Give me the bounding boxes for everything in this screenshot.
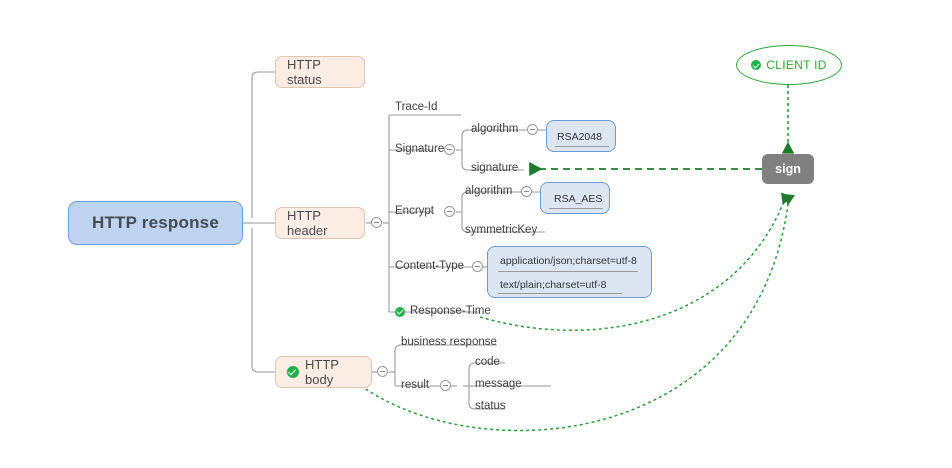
toggle-content-type[interactable]	[472, 261, 483, 272]
sign-node[interactable]: sign	[762, 154, 814, 184]
leaf-result[interactable]: result	[401, 379, 430, 391]
check-icon-http-body	[287, 366, 299, 378]
leaf-result-message[interactable]: message	[475, 378, 522, 390]
leaf-signature-signature[interactable]: signature	[471, 162, 519, 174]
value-box-rsa2048[interactable]: RSA2048	[546, 120, 616, 152]
value-rsa2048: RSA2048	[557, 131, 602, 143]
branch-label-http-status: HTTP status	[287, 57, 322, 87]
value-box-content-type[interactable]: application/json;charset=utf-8 text/plai…	[487, 246, 652, 298]
toggle-encrypt[interactable]	[444, 206, 455, 217]
value-rsa-aes: RSA_AES	[554, 193, 603, 205]
root-label: HTTP response	[92, 213, 219, 232]
toggle-http-header[interactable]	[371, 217, 382, 228]
value-underline	[498, 271, 638, 272]
leaf-trace-id[interactable]: Trace-Id	[395, 101, 438, 113]
branch-node-http-header[interactable]: HTTP header	[275, 207, 365, 239]
value-content-type-text: text/plain;charset=utf-8	[500, 279, 607, 291]
client-id-node[interactable]: CLIENT ID	[736, 45, 842, 85]
value-underline	[555, 146, 609, 147]
value-underline	[498, 293, 622, 294]
branch-node-http-body[interactable]: HTTP body	[275, 356, 372, 388]
leaf-symmetric-key[interactable]: symmetricKey	[465, 224, 538, 236]
check-icon-client-id	[751, 60, 762, 70]
toggle-signature-algorithm[interactable]	[527, 124, 538, 135]
toggle-http-body[interactable]	[377, 366, 388, 377]
branch-label-http-body: HTTP body	[305, 357, 339, 387]
root-node-http-response[interactable]: HTTP response	[68, 201, 243, 245]
branch-label-http-header: HTTP header	[287, 208, 328, 238]
leaf-content-type[interactable]: Content-Type	[395, 260, 465, 272]
leaf-encrypt-group[interactable]: Encrypt	[395, 205, 434, 217]
client-id-label: CLIENT ID	[766, 58, 827, 72]
leaf-signature-group[interactable]: Signature	[395, 143, 445, 155]
leaf-response-time-label: Response-Time	[410, 305, 491, 317]
toggle-result[interactable]	[440, 380, 451, 391]
leaf-response-time[interactable]: Response-Time	[395, 305, 491, 318]
leaf-result-code[interactable]: code	[475, 356, 500, 368]
toggle-encrypt-algorithm[interactable]	[521, 186, 532, 197]
branch-node-http-status[interactable]: HTTP status	[275, 56, 365, 88]
leaf-business-response[interactable]: business response	[401, 336, 497, 348]
value-box-rsa-aes[interactable]: RSA_AES	[540, 182, 610, 214]
value-underline	[549, 208, 603, 209]
leaf-encrypt-algorithm[interactable]: algorithm	[465, 185, 513, 197]
value-content-type-json: application/json;charset=utf-8	[500, 255, 637, 267]
toggle-signature[interactable]	[444, 144, 455, 155]
leaf-result-status[interactable]: status	[475, 400, 506, 412]
leaf-signature-algorithm[interactable]: algorithm	[471, 123, 519, 135]
check-icon-response-time	[395, 306, 405, 317]
sign-label: sign	[775, 162, 801, 176]
